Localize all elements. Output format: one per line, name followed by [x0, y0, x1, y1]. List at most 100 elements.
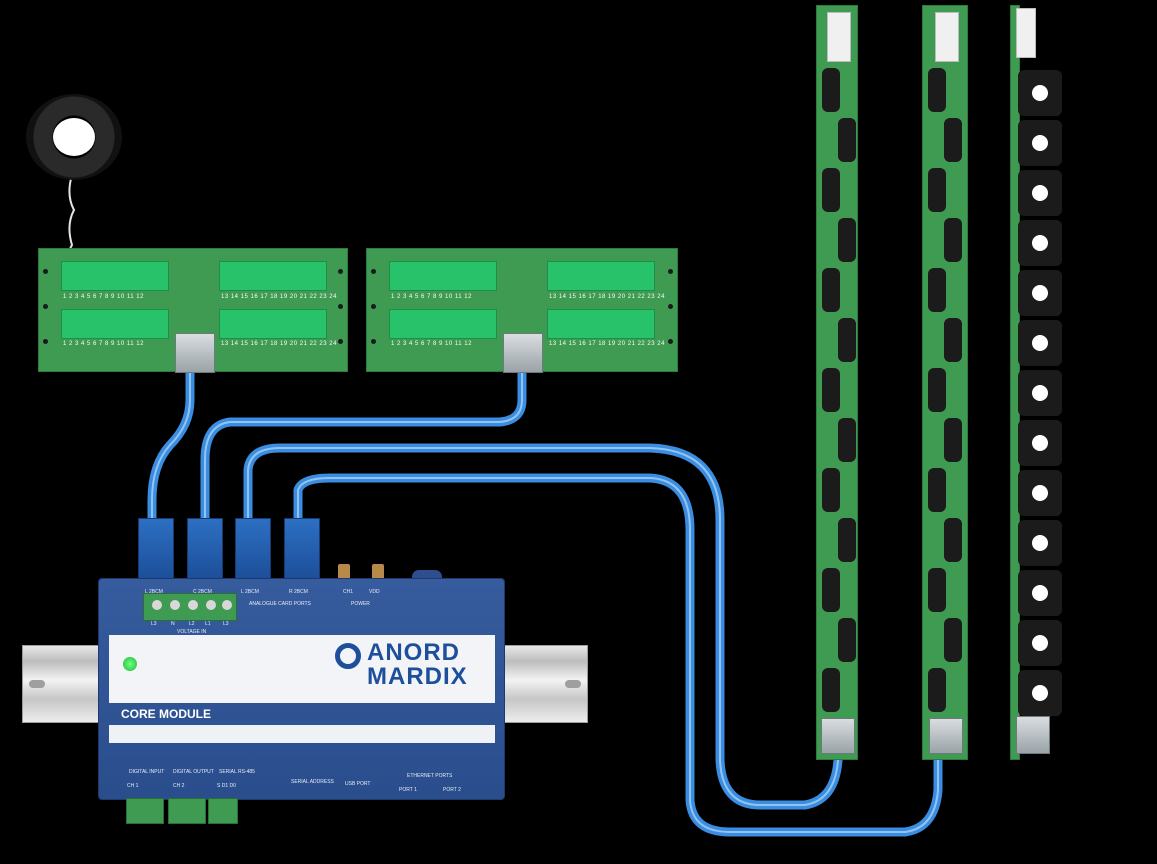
ct-sensor-icon — [838, 518, 856, 562]
port1-label: PORT 1 — [399, 787, 417, 793]
ct-sensor-icon — [822, 468, 840, 512]
voltage-pin: N — [171, 621, 175, 627]
ct-sensor-window — [1032, 135, 1048, 151]
ct-sensor-window — [1032, 535, 1048, 551]
terminal-numbers: 1 2 3 4 5 6 7 8 9 10 11 12 — [391, 341, 472, 347]
port-label: R 2BCM — [289, 589, 308, 595]
ct-sensor-icon — [944, 418, 962, 462]
rj45-port[interactable] — [175, 333, 215, 373]
brand-logo-icon — [335, 643, 361, 669]
ct-sensor-icon — [928, 468, 946, 512]
digital-output-terminal[interactable] — [168, 798, 206, 824]
power-label: VDD — [369, 589, 380, 595]
ct-sensor-window — [1032, 685, 1048, 701]
ct-sensor-window — [1032, 335, 1048, 351]
strip-end-port[interactable] — [1016, 716, 1050, 754]
terminal-numbers: 13 14 15 16 17 18 19 20 21 22 23 24 — [221, 294, 337, 300]
usb-label: USB PORT — [345, 781, 371, 787]
terminal-block — [61, 261, 169, 291]
voltage-pin: L3 — [223, 621, 229, 627]
terminal-numbers: 13 14 15 16 17 18 19 20 21 22 23 24 — [549, 294, 665, 300]
ethernet-label: ETHERNET PORTS — [407, 773, 453, 779]
ct-ring-hole — [53, 118, 95, 156]
ct-sensor-window — [1032, 385, 1048, 401]
voltage-caption: VOLTAGE IN — [177, 629, 207, 635]
ct-sensor-icon — [928, 268, 946, 312]
rj45-port[interactable] — [929, 718, 963, 754]
terminal-block — [547, 261, 655, 291]
voltage-pin: L3 — [151, 621, 157, 627]
rs485-pins-label: S D1 D0 — [217, 783, 236, 789]
brand-name-line1: ANORD — [367, 639, 460, 666]
rj45-plug[interactable] — [284, 518, 320, 580]
ct-sensor-window — [1032, 285, 1048, 301]
voltage-pin: L2 — [189, 621, 195, 627]
terminal-block — [219, 309, 327, 339]
digital-input-label: DIGITAL INPUT — [129, 769, 165, 775]
status-led — [123, 657, 137, 671]
ct-sensor-icon — [944, 218, 962, 262]
strip-connector[interactable] — [935, 12, 959, 62]
terminal-numbers: 13 14 15 16 17 18 19 20 21 22 23 24 — [549, 341, 665, 347]
ct-sensor-icon — [838, 318, 856, 362]
ct-sensor-icon — [928, 68, 946, 112]
ct-sensor-icon — [944, 618, 962, 662]
core-module: L 2BCM C 2BCM L 2BCM R 2BCM ANALOGUE CAR… — [98, 578, 505, 800]
serial-address-label: SERIAL ADDRESS — [291, 779, 334, 785]
ct-sensor-icon — [822, 368, 840, 412]
port-label: L 2BCM — [145, 589, 163, 595]
ct-sensor-icon — [822, 68, 840, 112]
cable-1 — [147, 367, 195, 525]
ct-sensor-icon — [822, 268, 840, 312]
serial-terminal[interactable] — [208, 798, 238, 824]
port2-label: PORT 2 — [443, 787, 461, 793]
rj45-port[interactable] — [821, 718, 855, 754]
terminal-block — [61, 309, 169, 339]
terminal-block — [219, 261, 327, 291]
ct-sensor-window — [1032, 585, 1048, 601]
terminal-board-right: 1 2 3 4 5 6 7 8 9 10 11 12 13 14 15 16 1… — [366, 248, 678, 373]
analogue-caption: ANALOGUE CARD PORTS — [249, 601, 311, 607]
ct-sensor-icon — [838, 218, 856, 262]
terminal-block — [389, 261, 497, 291]
terminal-numbers: 1 2 3 4 5 6 7 8 9 10 11 12 — [63, 341, 144, 347]
rj45-plug[interactable] — [235, 518, 271, 580]
ct-sensor-icon — [822, 568, 840, 612]
ct-sensor-icon — [928, 368, 946, 412]
power-connector[interactable] — [372, 564, 384, 582]
ch1-label: CH 1 — [127, 783, 139, 789]
power-connector[interactable] — [338, 564, 350, 582]
terminal-board-left: 1 2 3 4 5 6 7 8 9 10 11 12 13 14 15 16 1… — [38, 248, 348, 373]
voltage-input-terminal[interactable] — [143, 593, 237, 621]
ct-sensor-icon — [822, 668, 840, 712]
ct-sensor-window — [1032, 485, 1048, 501]
ct-sensor-icon — [822, 168, 840, 212]
strip-connector[interactable] — [827, 12, 851, 62]
module-title: CORE MODULE — [121, 707, 211, 721]
ch2-label: CH 2 — [173, 783, 185, 789]
ct-sensor-icon — [928, 668, 946, 712]
ct-sensor-icon — [928, 568, 946, 612]
brand-name-line2: MARDIX — [367, 663, 468, 690]
ct-sensor-window — [1032, 435, 1048, 451]
ct-sensor-icon — [944, 118, 962, 162]
rj45-port[interactable] — [503, 333, 543, 373]
digital-output-label: DIGITAL OUTPUT — [173, 769, 214, 775]
ct-sensor-icon — [838, 418, 856, 462]
serial-label: SERIAL RS-485 — [219, 769, 255, 775]
label-strip — [109, 725, 495, 743]
terminal-numbers: 1 2 3 4 5 6 7 8 9 10 11 12 — [63, 294, 144, 300]
port-label: L 2BCM — [241, 589, 259, 595]
ct-sensor-window — [1032, 85, 1048, 101]
strip-connector[interactable] — [1016, 8, 1036, 58]
ct-sensor-icon — [944, 518, 962, 562]
ct-sensor-window — [1032, 185, 1048, 201]
ct-sensor-window — [1032, 235, 1048, 251]
ct-sensor-icon — [928, 168, 946, 212]
ct-sensor-icon — [838, 118, 856, 162]
rj45-plug[interactable] — [187, 518, 223, 580]
terminal-block — [547, 309, 655, 339]
rj45-plug[interactable] — [138, 518, 174, 580]
digital-input-terminal[interactable] — [126, 798, 164, 824]
